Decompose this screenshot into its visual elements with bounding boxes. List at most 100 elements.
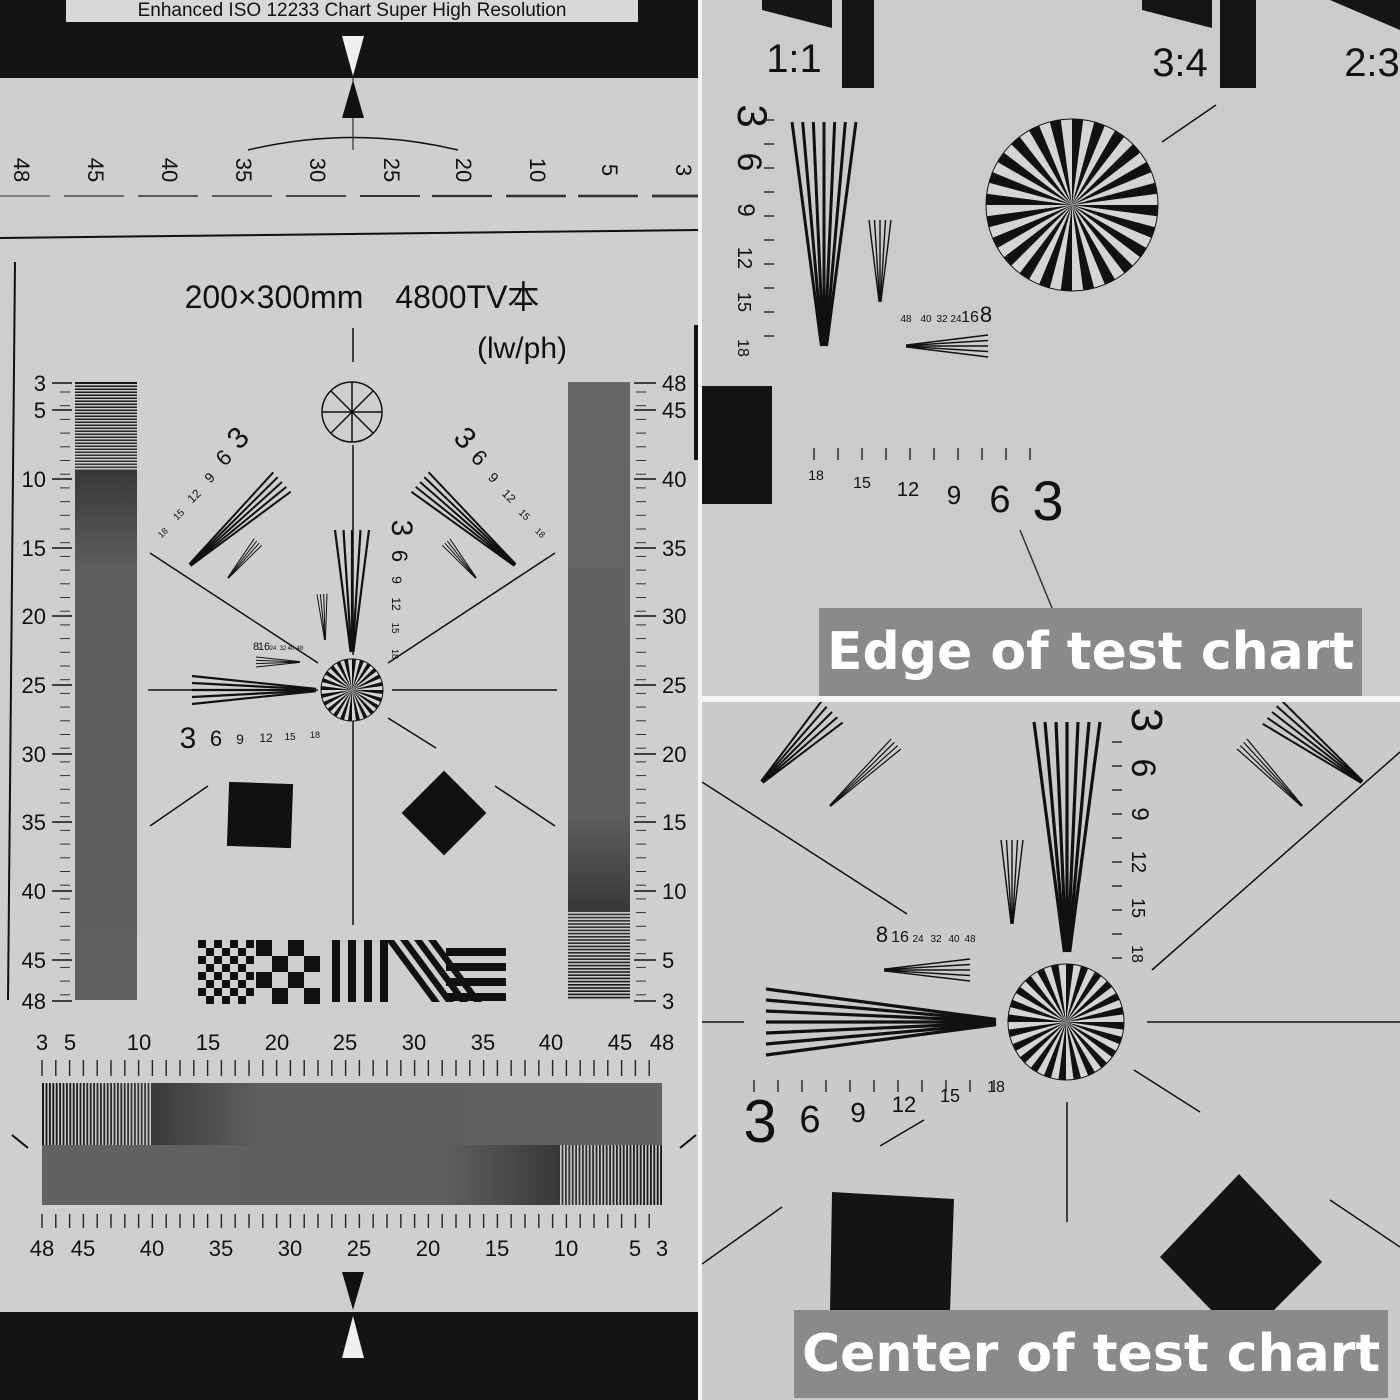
ratio-3-4: 3:4 [1152,41,1208,85]
center-wedge-label: 9 [850,1097,866,1128]
wedge-label: 6 [387,550,412,562]
edge-wedge-label: 9 [947,480,961,510]
center-wedge-label: 6 [799,1099,820,1141]
alignment-circle [321,381,383,443]
center-wedge-label: 15 [940,1086,960,1106]
bottom-scale-top-label: 25 [333,1030,357,1055]
wedge-label-small: 24 [270,646,277,652]
top-scale-label: 30 [305,158,330,182]
top-scale-label: 10 [525,158,550,182]
edge-wedge-label: 12 [733,247,755,269]
edge-crop-image: 1:1 3:4 2:3 3691215183691215188162432404… [702,0,1400,609]
bottom-scale-bottom-label: 40 [140,1236,164,1261]
center-square-right [1160,1174,1322,1342]
slanted-square-right [401,770,487,856]
center-square-left [830,1192,954,1312]
wedge-label: 6 [211,445,237,471]
bottom-scale-bottom-label: 45 [71,1236,95,1261]
wedge-label: 15 [516,507,532,523]
edge-wedge-label: 15 [853,475,871,492]
bottom-scale-bottom-label: 5 [629,1236,641,1261]
wedge-label: 12 [259,731,273,745]
wedge-label-small: 48 [297,646,304,652]
full-chart-panel: Enhanced ISO 12233 Chart Super High Reso… [0,0,698,1400]
wedge-label: 6 [466,445,492,471]
wedge-label: 15 [284,732,296,743]
chart-unit: (lw/ph) [477,332,567,365]
edge-wedge-label: 6 [730,153,768,172]
wedge-label: 15 [389,622,400,634]
wedge-label: 15 [171,507,187,523]
center-wedge-label-small: 48 [964,934,976,945]
top-scale-label: 3 [671,164,696,176]
edge-wedge-label: 9 [732,203,759,216]
center-wedge-label: 18 [1128,945,1145,963]
center-wedge-label: 12 [1127,851,1149,873]
right-scale-label: 5 [662,948,674,973]
siemens-star [320,658,384,722]
bottom-scale-top-label: 48 [650,1030,674,1055]
bottom-scale-bottom-label: 25 [347,1236,371,1261]
right-scale-label: 48 [662,371,686,396]
center-wedge-label: 9 [1126,807,1153,820]
edge-wedge-label-small: 40 [920,314,932,325]
top-scale-label: 25 [379,158,404,182]
wedge-label: 12 [499,486,519,506]
bottom-scale-bottom-label: 48 [30,1236,54,1261]
left-scale-label: 35 [22,810,46,835]
top-scale-label: 48 [9,158,34,182]
right-scale-label: 40 [662,467,686,492]
wedge-label: 18 [390,649,400,659]
wedge-label: 6 [210,726,222,751]
bottom-scale-bottom-label: 15 [485,1236,509,1261]
right-grating-bar [568,382,630,1000]
top-scale-label: 5 [597,164,622,176]
wedge-label: 12 [184,486,204,506]
edge-wedge-label: 3 [1032,469,1063,532]
bottom-scale-bottom-label: 10 [554,1236,578,1261]
left-scale-label: 48 [22,989,46,1014]
right-scale-label: 25 [662,673,686,698]
wedge-label: 9 [236,731,244,747]
right-scale-label: 30 [662,604,686,629]
wedge-label-small: 16 [258,641,270,653]
center-wedge-label-small: 16 [891,929,909,946]
top-scale-label: 35 [231,158,256,182]
wedge-label: 3 [385,520,418,537]
center-caption: Center of test chart [794,1310,1389,1398]
wedge-label: 9 [201,469,218,486]
iso12233-chart: Enhanced ISO 12233 Chart Super High Reso… [0,0,698,1400]
bottom-scale-top-label: 45 [608,1030,632,1055]
siemens-star-edge [985,118,1159,292]
bottom-scale-bottom-label: 3 [656,1236,668,1261]
edge-caption: Edge of test chart [819,608,1363,696]
left-scale-label: 15 [22,536,46,561]
chart-header: Enhanced ISO 12233 Chart Super High Reso… [138,0,567,21]
bottom-scale-bottom-label: 20 [416,1236,440,1261]
wedge-label: 9 [389,576,405,584]
left-scale-label: 3 [34,371,46,396]
left-scale-label: 5 [34,398,46,423]
horizontal-grating-bottom [42,1145,662,1205]
wedge-label-small: 8 [253,641,259,653]
left-scale-label: 40 [22,879,46,904]
right-scale-label: 15 [662,810,686,835]
ratio-1-1: 1:1 [766,37,822,81]
wedge-label-small: 40 [288,646,295,652]
top-scale-label: 20 [451,158,476,182]
right-scale-label: 45 [662,398,686,423]
bottom-marker-lower [342,1316,364,1358]
top-scale-label: 40 [157,158,182,182]
edge-wedge-label-small: 8 [980,302,992,327]
right-scale-label: 10 [662,879,686,904]
edge-wedge-label-small: 24 [950,314,962,325]
pattern-blocks [198,940,506,1004]
edge-wedge-label: 12 [897,479,919,501]
